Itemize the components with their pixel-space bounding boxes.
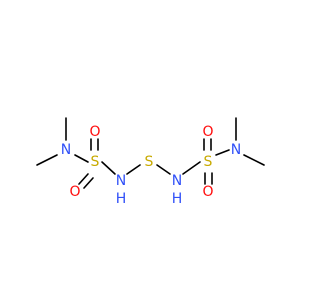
atom-o-left-bottom: O (69, 184, 80, 200)
bond-s-center-nh-right (156, 164, 171, 175)
bond-n-s-left (74, 154, 89, 163)
molecule-diagram: N S O O N H S N H S O O N (0, 0, 300, 300)
bond-s-o-left-bottom-b (83, 177, 94, 189)
bond-s-n-right (215, 149, 230, 156)
bond-methyl-right (243, 154, 265, 166)
atom-labels: N S O O N H S N H S O O N (61, 124, 241, 207)
atom-o-right-bottom: O (202, 184, 213, 200)
atom-s-left: S (91, 154, 100, 170)
atom-s-right: S (204, 154, 213, 170)
bond-s-o-left-bottom-a (78, 173, 89, 185)
bond-methyl-left (36, 154, 58, 166)
atom-s-center: S (145, 154, 154, 170)
bonds (36, 117, 265, 189)
background (0, 0, 300, 300)
bond-nh-s-right (182, 161, 201, 175)
atom-o-right-top: O (202, 124, 213, 140)
atom-n-left-nh: N (116, 173, 126, 189)
bond-nh-s-center-left (126, 164, 141, 175)
atom-o-left-top: O (89, 124, 100, 140)
molecule-structure-svg: N S O O N H S N H S O O N (0, 0, 300, 300)
atom-h-left-nh: H (116, 191, 127, 207)
atom-n-right-nh: N (172, 173, 182, 189)
atom-h-right-nh: H (172, 191, 183, 207)
bond-s-nh-left (101, 161, 116, 175)
atom-n-left: N (61, 142, 71, 158)
atom-n-right: N (231, 142, 241, 158)
